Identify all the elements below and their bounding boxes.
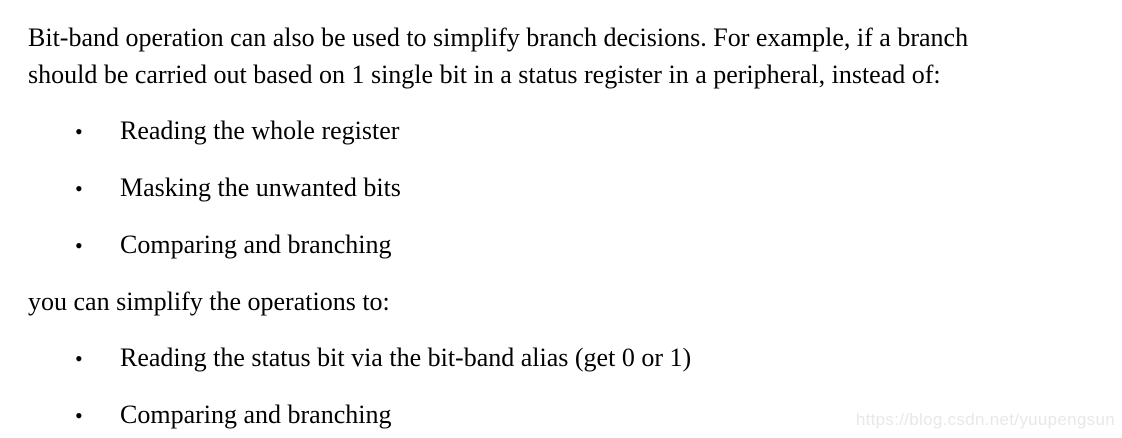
list-item-text: Comparing and branching bbox=[120, 230, 392, 259]
list-item: • Reading the whole register bbox=[28, 112, 1094, 150]
list-item-text: Masking the unwanted bits bbox=[120, 173, 401, 202]
bullet-icon: • bbox=[75, 403, 83, 428]
bullet-icon: • bbox=[75, 233, 83, 258]
list-item: • Masking the unwanted bits bbox=[28, 169, 1094, 207]
bullet-icon: • bbox=[75, 176, 83, 201]
bullet-icon: • bbox=[75, 119, 83, 144]
list-item: • Comparing and branching bbox=[28, 226, 1094, 264]
intro-paragraph-line-2: should be carried out based on 1 single … bbox=[28, 60, 941, 89]
bullet-icon: • bbox=[75, 346, 83, 371]
list-item: • Reading the status bit via the bit-ban… bbox=[28, 339, 1094, 377]
list-item: • Comparing and branching bbox=[28, 396, 1094, 434]
list-item-text: Reading the status bit via the bit-band … bbox=[120, 343, 692, 372]
second-bullet-list: • Reading the status bit via the bit-ban… bbox=[28, 339, 1094, 434]
intro-paragraph: Bit-band operation can also be used to s… bbox=[28, 19, 1094, 93]
intro-paragraph-line-1: Bit-band operation can also be used to s… bbox=[28, 23, 969, 52]
watermark-url: https://blog.csdn.net/yuupengsun bbox=[855, 410, 1115, 429]
middle-paragraph: you can simplify the operations to: bbox=[28, 287, 390, 316]
list-item-text: Reading the whole register bbox=[120, 116, 400, 145]
list-item-text: Comparing and branching bbox=[120, 400, 392, 429]
first-bullet-list: • Reading the whole register • Masking t… bbox=[28, 112, 1094, 264]
